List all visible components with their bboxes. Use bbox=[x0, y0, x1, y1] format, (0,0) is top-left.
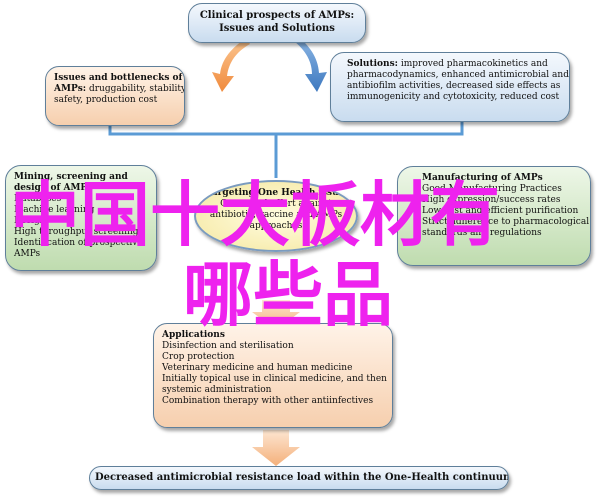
applications-item: Initially topical use in clinical medici… bbox=[162, 374, 387, 384]
manufacturing-item: Good Manufacturing Practices bbox=[422, 184, 562, 194]
applications-item: Crop protection bbox=[162, 352, 235, 362]
manufacturing-item: Strict adherence to pharmacological bbox=[422, 217, 590, 227]
manufacturing-item: standards and regulations bbox=[422, 228, 542, 238]
applications-item: systemic administration bbox=[162, 385, 272, 395]
applications-box: Applications Disinfection and sterilisat… bbox=[153, 323, 393, 428]
solutions-line3: antibiofilm activities, decreased side e… bbox=[347, 81, 561, 91]
issues-title2: AMPs: bbox=[54, 84, 87, 94]
applications-item: Disinfection and sterilisation bbox=[162, 341, 294, 351]
manufacturing-item: High expression/success rates bbox=[422, 195, 561, 205]
top-title-line2: Issues and Solutions bbox=[219, 23, 335, 34]
applications-item: Veterinary medicine and human medicine bbox=[162, 363, 353, 373]
issues-box: Issues and bottlenecks of AMPs: druggabi… bbox=[45, 66, 185, 126]
down-arrow-bottom bbox=[252, 430, 300, 466]
applications-item: Combination therapy with other antiinfec… bbox=[162, 396, 374, 406]
curved-arrow-issues bbox=[212, 38, 250, 92]
solutions-line2: pharmacodynamics, enhanced antimicrobial… bbox=[347, 70, 569, 80]
one-health-item: Concerted effort against bbox=[220, 199, 332, 209]
mining-item: Databases bbox=[14, 194, 62, 204]
top-title-line1: Clinical prospects of AMPs: bbox=[199, 10, 355, 21]
issues-text: druggability, stability, bbox=[86, 84, 185, 94]
one-health-item: approaches bbox=[249, 221, 303, 231]
bottom-text: Decreased antimicrobial resistance load … bbox=[95, 472, 509, 483]
one-health-title: Targeting One Health issues bbox=[206, 188, 350, 198]
solutions-box: Solutions: improved pharmacokinetics and… bbox=[330, 52, 570, 122]
mining-title2: design of AMPs bbox=[14, 183, 93, 193]
mining-item: Identification of prospective bbox=[14, 238, 143, 248]
manufacturing-box: Manufacturing of AMPs Good Manufacturing… bbox=[397, 166, 591, 266]
one-health-ellipse: Targeting One Health issues Concerted ef… bbox=[194, 180, 358, 252]
mining-item: Machine learning bbox=[14, 205, 95, 215]
bottom-conclusion-box: Decreased antimicrobial resistance load … bbox=[89, 466, 509, 490]
curved-arrow-solutions bbox=[290, 35, 327, 92]
mining-box: Mining, screening and design of AMPs Dat… bbox=[5, 165, 157, 271]
one-health-item: antibiotic, vaccine and AMPs bbox=[209, 210, 343, 220]
applications-title: Applications bbox=[162, 330, 225, 340]
solutions-line1: improved pharmacokinetics and bbox=[397, 59, 548, 69]
mining-item: High throughput screening bbox=[14, 227, 139, 237]
mining-item: AMPs bbox=[14, 249, 41, 259]
manufacturing-item: Low cost and efficient purification bbox=[422, 206, 579, 216]
mining-item: Design bbox=[14, 216, 46, 226]
bracket bbox=[108, 122, 464, 136]
top-title-box: Clinical prospects of AMPs: Issues and S… bbox=[188, 3, 366, 43]
solutions-title: Solutions: bbox=[347, 59, 398, 69]
issues-title: Issues and bottlenecks of bbox=[54, 73, 183, 83]
down-arrow-applications bbox=[252, 300, 300, 330]
mining-title1: Mining, screening and bbox=[14, 172, 128, 182]
solutions-line4: immunogenicity and cytotoxicity, reduced… bbox=[347, 92, 560, 102]
issues-line3: safety, production cost bbox=[54, 95, 158, 105]
manufacturing-title: Manufacturing of AMPs bbox=[422, 173, 543, 183]
